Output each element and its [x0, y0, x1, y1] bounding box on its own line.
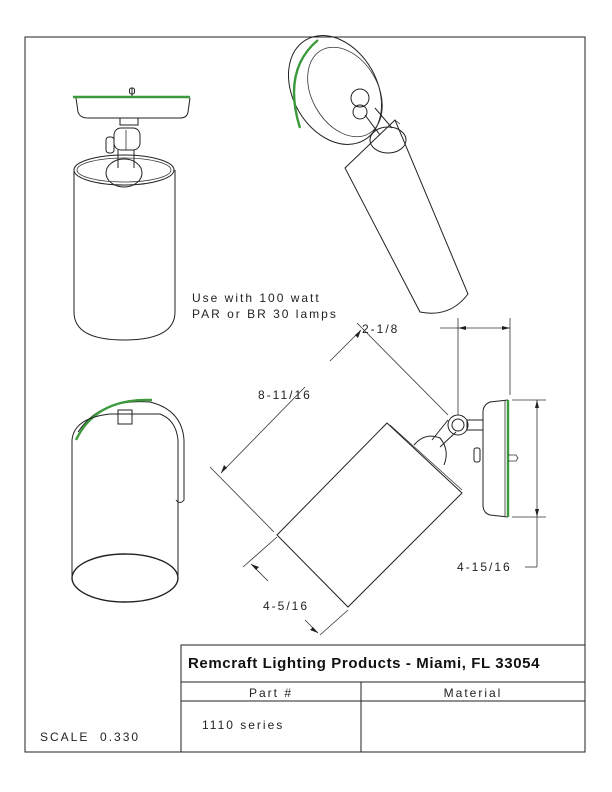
dim-length: 8-11/16 — [258, 388, 312, 402]
dim-plate-height: 4-15/16 — [457, 560, 512, 574]
part-number-header: Part # — [249, 686, 293, 700]
isometric-view — [287, 35, 469, 314]
lens-view — [71, 398, 185, 603]
material-header: Material — [444, 686, 503, 700]
side-view — [276, 399, 519, 608]
dim-diameter: 4-5/16 — [263, 599, 309, 613]
lamp-note-line1: Use with 100 watt — [192, 291, 321, 305]
dim-mount-depth: 2-1/8 — [362, 322, 399, 336]
lamp-note-line2: PAR or BR 30 lamps — [192, 307, 338, 321]
part-number-value: 1110 series — [202, 718, 284, 732]
scale-label: SCALE 0.330 — [40, 730, 140, 744]
dimensions — [209, 318, 546, 636]
front-view — [73, 87, 191, 341]
title-block — [180, 644, 586, 753]
company-title: Remcraft Lighting Products - Miami, FL 3… — [188, 655, 540, 672]
